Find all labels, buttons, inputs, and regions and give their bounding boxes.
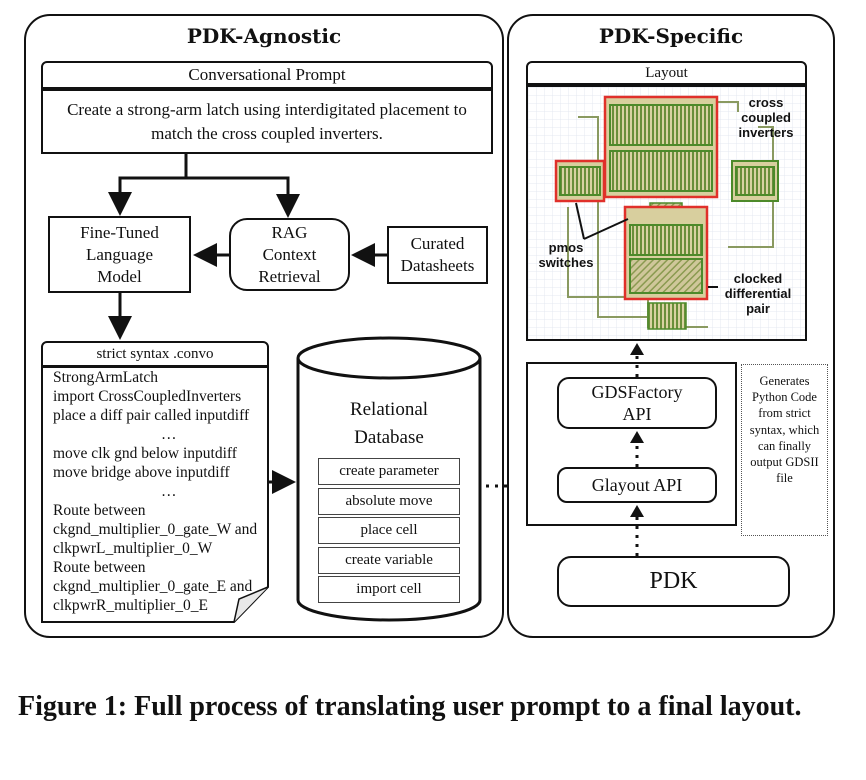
- fine-tuned-llm-box: Fine-Tuned Language Model: [48, 216, 191, 293]
- database-cell: create variable: [318, 546, 460, 574]
- convo-line: import CrossCoupledInverters: [53, 388, 242, 405]
- convo-document: StrongArmLatch import CrossCoupledInverte…: [41, 367, 269, 623]
- layout-header: Layout: [526, 61, 807, 85]
- pdk-agnostic-title: PDK-Agnostic: [186, 24, 342, 48]
- rag-context-retrieval-box: RAG Context Retrieval: [229, 218, 350, 291]
- annotation-clocked-diff-pair: clocked differential pair: [724, 271, 792, 316]
- prompt-text-box: Create a strong-arm latch using interdig…: [41, 89, 493, 154]
- gdsfactory-api-box: GDSFactory API: [557, 377, 717, 429]
- pdk-box: PDK: [557, 556, 790, 607]
- convo-header: strict syntax .convo: [41, 341, 269, 367]
- convo-line: clkpwrL_multiplier_0_W: [53, 540, 213, 557]
- glayout-api-box: Glayout API: [557, 467, 717, 503]
- database-cell: create parameter: [318, 458, 460, 485]
- generates-note: Generates Python Code from strict syntax…: [741, 364, 828, 536]
- convo-line: clkpwrR_multiplier_0_E: [53, 597, 208, 614]
- convo-line: …: [161, 483, 177, 500]
- database-cell: absolute move: [318, 487, 460, 515]
- convo-line: place a diff pair called inputdiff: [53, 407, 250, 424]
- convo-line: StrongArmLatch: [53, 369, 159, 386]
- convo-line: Route between: [53, 502, 146, 519]
- conversational-prompt-header: Conversational Prompt: [41, 61, 493, 89]
- layout-view: cross coupled inverters pmos switches cl…: [526, 85, 807, 341]
- convo-line: Route between: [53, 559, 146, 576]
- database-title: Relational Database: [349, 399, 429, 448]
- convo-line: …: [161, 426, 177, 443]
- convo-line: move clk gnd below inputdiff: [53, 445, 237, 462]
- curated-datasheets-box: Curated Datasheets: [387, 226, 488, 284]
- convo-code-lines: StrongArmLatch import CrossCoupledInverte…: [53, 368, 257, 615]
- database-cell: place cell: [318, 517, 460, 544]
- figure-caption: Figure 1: Full process of translating us…: [18, 691, 802, 722]
- convo-line: ckgnd_multiplier_0_gate_W and: [53, 521, 258, 538]
- convo-line: ckgnd_multiplier_0_gate_E and: [53, 578, 253, 595]
- annotation-cross-coupled: cross coupled inverters: [738, 95, 794, 140]
- annotation-pmos-switches: pmos switches: [538, 240, 594, 270]
- database-cell: import cell: [318, 576, 460, 603]
- pdk-specific-title: PDK-Specific: [598, 24, 744, 48]
- convo-line: move bridge above inputdiff: [53, 464, 230, 481]
